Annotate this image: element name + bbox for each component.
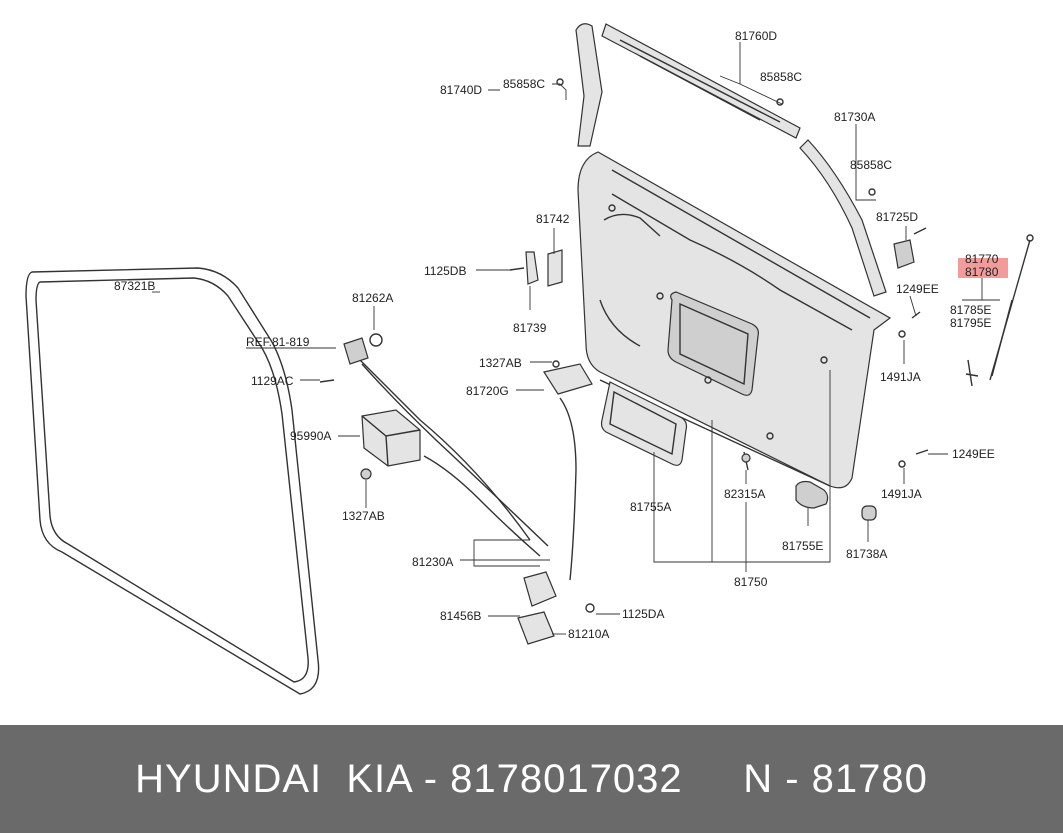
- footer-bar: HYUNDAI KIA - 8178017032 N - 81780: [0, 725, 1063, 833]
- label-81210a: 81210A: [568, 627, 609, 641]
- handle-81755e: [795, 480, 829, 509]
- label-81755e: 81755E: [782, 539, 823, 553]
- bumper-81738a: [861, 505, 877, 521]
- label-1327ab-center: 1327AB: [479, 356, 522, 370]
- label-1327ab-left: 1327AB: [342, 509, 385, 523]
- label-1249ee-top: 1249EE: [896, 282, 939, 296]
- label-95990a: 95990A: [290, 429, 331, 443]
- module-95990a: [360, 409, 421, 480]
- label-81725d: 81725D: [876, 210, 918, 224]
- parts-diagram: 87321B 81262A REF.81-819 1129AC 95990A 1…: [25, 23, 1034, 695]
- label-81720g: 81720G: [466, 384, 509, 398]
- leader-lines: [152, 42, 1000, 635]
- label-ref-81-819: REF.81-819: [246, 335, 310, 349]
- label-81740d: 81740D: [440, 83, 482, 97]
- label-81730a: 81730A: [834, 110, 875, 124]
- label-81755a: 81755A: [630, 500, 671, 514]
- label-81742: 81742: [536, 212, 570, 226]
- label-81230a: 81230A: [412, 555, 453, 569]
- label-81795e: 81795E: [950, 316, 991, 330]
- label-81456b: 81456B: [440, 609, 481, 623]
- label-81738a: 81738A: [846, 547, 887, 561]
- label-85858c-top: 85858C: [760, 70, 802, 84]
- highlight-box: [958, 258, 1008, 278]
- actuator-81262a: [319, 333, 383, 383]
- label-81785e: 81785E: [950, 303, 991, 317]
- hinge-81742: [509, 249, 563, 287]
- label-1491ja-top: 1491JA: [880, 370, 921, 384]
- window-81755a: [600, 381, 688, 466]
- label-87321b: 87321B: [114, 279, 155, 293]
- label-81739: 81739: [513, 321, 547, 335]
- gas-strut-81780: [965, 234, 1034, 387]
- label-81750: 81750: [734, 575, 768, 589]
- fasteners: [556, 78, 929, 471]
- label-1129ac: 1129AC: [251, 374, 294, 388]
- lock-81210a: [517, 571, 595, 645]
- label-85858c-left: 85858C: [503, 77, 545, 91]
- label-81262a: 81262A: [352, 291, 393, 305]
- tailgate-trim-upper: [575, 23, 887, 297]
- label-1125db: 1125DB: [424, 264, 466, 278]
- label-85858c-right: 85858C: [850, 158, 892, 172]
- bracket-81725d: [893, 227, 927, 269]
- label-1249ee-bottom: 1249EE: [952, 447, 995, 461]
- tailgate-panel-81750: [577, 151, 892, 489]
- label-81780: 81780: [965, 265, 999, 279]
- label-1491ja-bottom: 1491JA: [881, 487, 922, 501]
- footer-part-number: HYUNDAI KIA - 8178017032 N - 81780: [135, 756, 928, 801]
- label-81770: 81770: [965, 252, 999, 266]
- label-1125da: 1125DA: [622, 607, 664, 621]
- label-82315a: 82315A: [724, 487, 765, 501]
- label-81760d: 81760D: [735, 29, 777, 43]
- weatherstrip-87321b: [25, 267, 320, 695]
- cables-81230a: [359, 359, 577, 581]
- latch-81720g: [543, 360, 593, 395]
